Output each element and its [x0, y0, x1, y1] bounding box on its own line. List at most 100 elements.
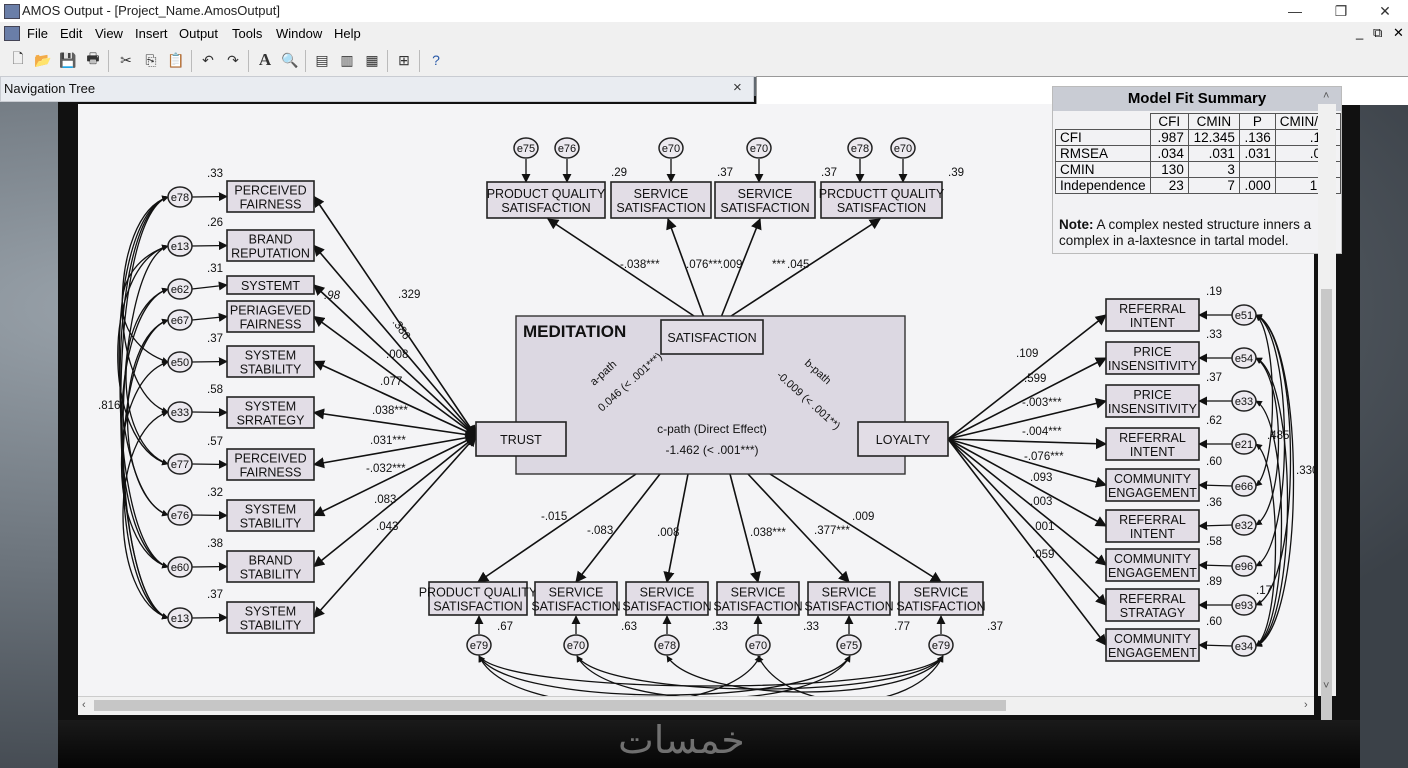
covariance-arc	[117, 244, 169, 466]
left-indicator-label: FAIRNESS	[240, 198, 302, 212]
bottom-indicator-box	[716, 581, 800, 616]
right-indicator-label: PRICE	[1133, 345, 1171, 359]
left-indicator-box	[226, 396, 315, 429]
structural-arrow	[947, 438, 1107, 646]
coefficient-label: -.076***	[1024, 451, 1064, 463]
coefficient-label: .038***	[372, 405, 408, 417]
horizontal-scroll-thumb[interactable]	[94, 700, 1006, 711]
mdi-restore-button[interactable]: ⧉	[1373, 25, 1383, 40]
r-squared-label: .33	[712, 621, 728, 633]
paste-icon[interactable]: 📋	[167, 51, 185, 68]
right-indicator-label: STRATAGY	[1120, 606, 1186, 620]
new-file-icon[interactable]: 🗋	[12, 50, 24, 66]
maximize-button[interactable]: ❐	[1334, 3, 1348, 19]
scroll-right-icon[interactable]: ›	[1304, 699, 1308, 711]
document-icon[interactable]	[4, 26, 20, 41]
close-button[interactable]: ✕	[1379, 3, 1391, 19]
coefficient-label: .031***	[370, 435, 406, 447]
mdi-minimize-button[interactable]: _	[1356, 25, 1364, 40]
c-path-label: c-path (Direct Effect)	[657, 422, 767, 436]
right-indicator-label: INTENT	[1130, 527, 1176, 541]
menu-output[interactable]: Output	[179, 26, 219, 41]
find-icon[interactable]: 🔍	[281, 51, 299, 68]
top-indicator-label: SATISFACTION	[616, 201, 705, 215]
right-indicator-box	[1105, 427, 1200, 461]
vertical-scroll-thumb[interactable]	[1321, 289, 1332, 734]
left-indicator-label: BRAND	[249, 233, 293, 247]
coefficient-label: ***	[772, 259, 786, 271]
menu-edit[interactable]: Edit	[60, 26, 83, 41]
undo-icon[interactable]: ↶	[202, 51, 214, 68]
coefficient-label: .077	[380, 376, 402, 388]
r-squared-label: .37	[207, 589, 223, 601]
copy-icon[interactable]: ⎘	[145, 51, 157, 68]
vertical-scrollbar[interactable]: ˄ ˅	[1318, 90, 1336, 734]
print-icon[interactable]: 🖶	[86, 50, 100, 66]
coefficient-label: .109	[1016, 348, 1038, 360]
right-indicator-label: REFERRAL	[1119, 513, 1186, 527]
cut-icon[interactable]: ✂	[120, 51, 132, 68]
monitor-bezel-bottom	[58, 720, 1360, 768]
r-squared-label: .63	[621, 621, 637, 633]
error-arrow	[191, 459, 228, 469]
scroll-down-icon[interactable]: ˅	[1323, 680, 1330, 692]
right-indicator-box	[1105, 628, 1200, 662]
close-icon[interactable]: ×	[733, 79, 742, 96]
menu-view[interactable]: View	[95, 26, 123, 41]
structural-arrow	[947, 438, 1107, 606]
coefficient-label: -.032***	[366, 463, 406, 475]
covariance-arc	[120, 287, 169, 569]
open-folder-icon[interactable]: 📂	[34, 51, 52, 68]
mdi-close-button[interactable]: ✕	[1393, 25, 1404, 40]
c-path-value: -1.462 (< .001***)	[665, 443, 758, 457]
horizontal-scrollbar[interactable]: ‹ ›	[78, 696, 1314, 715]
scroll-left-icon[interactable]: ‹	[82, 699, 86, 711]
error-term-label: e76	[171, 510, 189, 522]
menu-tools[interactable]: Tools	[232, 26, 263, 41]
r-squared-label: .37	[987, 621, 1003, 633]
app-icon	[4, 4, 20, 19]
left-indicator-box	[226, 345, 315, 378]
save-icon[interactable]: 💾	[59, 51, 77, 68]
error-term-label: e13	[171, 241, 189, 253]
bottom-indicator-box	[534, 581, 618, 616]
structural-arrow	[729, 473, 761, 584]
toolbar: 🗋 📂 💾 🖶 ✂ ⎘ 📋 ↶ ↷ A 🔍 ▤ ▥ ▦ ⊞ ?	[0, 44, 1408, 77]
menu-help[interactable]: Help	[334, 26, 361, 41]
menu-insert[interactable]: Insert	[135, 26, 168, 41]
menu-window[interactable]: Window	[276, 26, 323, 41]
error-term-circle	[167, 453, 193, 475]
left-indicator-label: STABILITY	[240, 363, 302, 377]
coefficient-label: .045	[787, 259, 809, 271]
error-term-label: e70	[750, 143, 768, 155]
fit-cell: CMIN	[1055, 161, 1151, 178]
covariance-arc	[121, 195, 169, 414]
coefficient-label: .009	[720, 259, 742, 271]
menu-file[interactable]: File	[27, 26, 48, 41]
loyalty-construct-label: LOYALTY	[876, 433, 931, 447]
font-icon[interactable]: A	[258, 50, 272, 69]
output-icon[interactable]: ▤	[315, 51, 329, 68]
bottom-indicator-label: SATISFACTION	[433, 600, 522, 614]
r-squared-label: .26	[207, 217, 223, 229]
output-alt-icon[interactable]: ▥	[340, 51, 354, 68]
coefficient-label: .043	[376, 521, 398, 533]
left-indicator-label: STABILITY	[240, 568, 302, 582]
minimize-button[interactable]: —	[1288, 3, 1302, 19]
fit-cell: .031	[1187, 145, 1240, 162]
redo-icon[interactable]: ↷	[227, 51, 239, 68]
left-indicator-box	[226, 448, 315, 481]
tree-icon[interactable]: ⊞	[398, 51, 410, 68]
coefficient-label: .003	[1030, 496, 1052, 508]
help-icon[interactable]: ?	[432, 52, 440, 68]
bottom-indicator-label: SERVICE	[822, 586, 877, 600]
table-icon[interactable]: ▦	[365, 51, 379, 68]
structural-arrow	[947, 438, 1108, 488]
error-arrow	[191, 241, 228, 251]
error-term-circle	[745, 634, 771, 656]
toolbar-divider	[108, 50, 109, 72]
scroll-up-icon[interactable]: ˄	[1323, 90, 1330, 102]
bottom-indicator-label: SATISFACTION	[713, 600, 802, 614]
error-term-label: e32	[1235, 520, 1253, 532]
